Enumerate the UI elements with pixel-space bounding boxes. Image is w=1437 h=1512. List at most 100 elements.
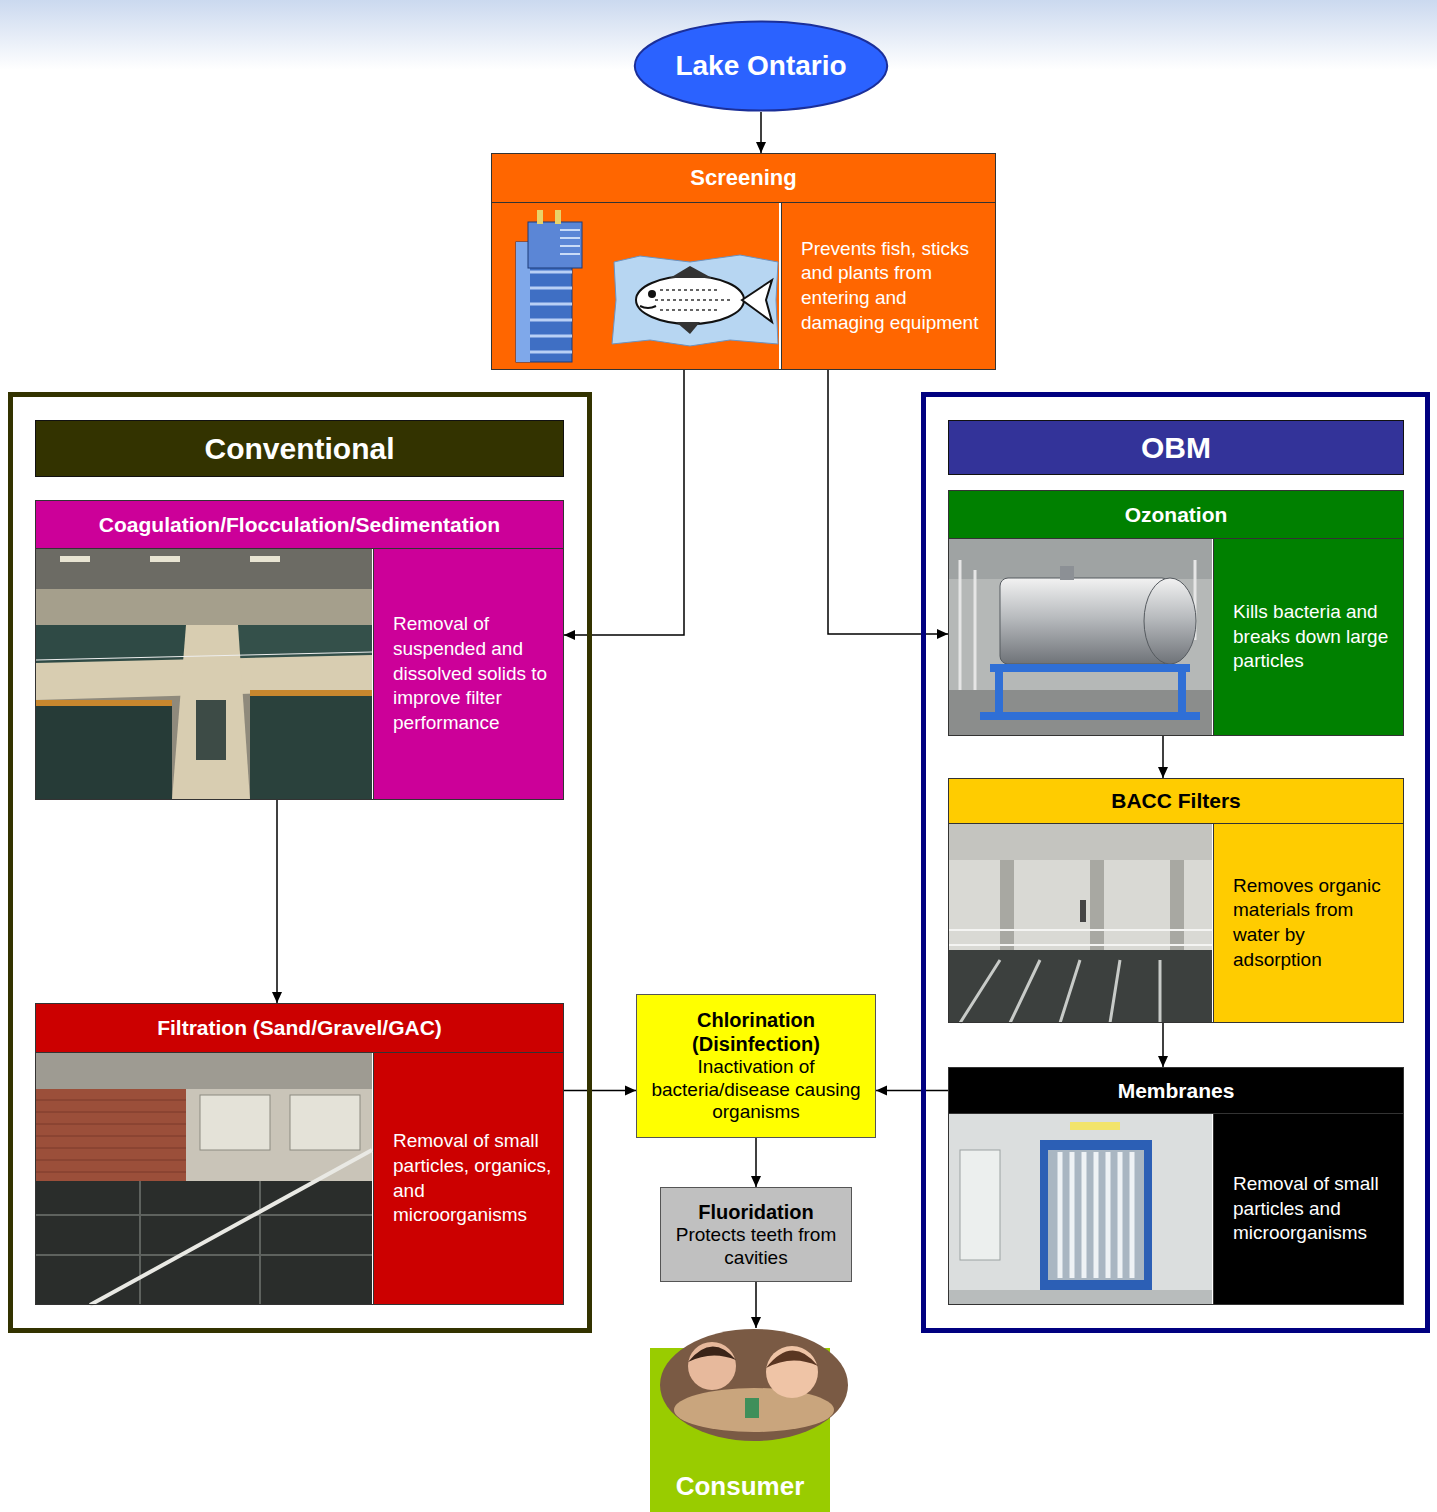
process-group: OBM OzonationKills bacteria and breaks do… [921,392,1430,1333]
ellipse-shape [635,21,887,110]
process-box: Chlorination (Disinfection)Inactivation … [636,994,876,1138]
panel-description: Removal of suspended and dissolved solid… [373,549,563,799]
screening-illustration-part [655,290,730,310]
sedimentation-photo-part [36,589,372,625]
sedimentation-photo-part [250,556,280,562]
sedimentation-photo-part [36,549,372,589]
flow-arrow [1162,736,1164,778]
screening-illustration-part [648,290,656,298]
text-stack: FluoridationProtects teeth from cavities [669,1200,843,1270]
bacc-filter-photo-part [949,930,1212,945]
membrane-rack-photo-part [1040,1140,1152,1150]
consumer-picture [650,1329,848,1512]
membrane-rack-photo-part [1070,1122,1120,1130]
process-box: MembranesRemoval of small particles and … [948,1067,1404,1305]
panel-header: Screening [492,154,995,203]
group-heading-bar: Conventional [35,420,564,477]
ozone-generator-photo-part [949,539,1212,736]
ozone-generator-photo [949,539,1212,736]
panel-description: Removal of small particles and microorga… [1213,1114,1403,1304]
consumer-picture-part [688,1342,736,1390]
step-title: Filtration (Sand/Gravel/GAC) [157,1016,442,1040]
step-description: Removal of small particles and microorga… [1233,1172,1393,1246]
sedimentation-photo-part [36,700,172,706]
screening-illustration-part [560,237,580,239]
sedimentation-photo-part [150,556,180,562]
flow-arrow [755,1282,757,1328]
membrane-rack-photo-part [960,1150,1000,1260]
filtration-photo-part [36,1053,372,1305]
screening-illustration-part [528,222,582,268]
panel-description: Kills bacteria and breaks down large par… [1213,539,1403,735]
bacc-filter-photo [949,824,1212,1023]
process-box: ScreeningPrevents fish, sticks and plant… [491,153,996,370]
step-title: Membranes [1118,1079,1235,1103]
membrane-rack-photo-part [949,1290,1212,1305]
step-description: Removal of small particles, organics, an… [393,1129,553,1228]
filtration-photo-part [36,1053,372,1089]
membrane-rack-photo-part [949,1114,1212,1305]
sedimentation-photo-part [250,690,372,696]
step-description: Removes organic materials from water by … [1233,874,1393,973]
consumer-label-area: Consumer [650,1471,830,1502]
screening-illustration-part [530,319,572,322]
description-stack: Removal of small particles and microorga… [1233,1172,1393,1246]
filtration-photo-part [290,1095,360,1150]
step-title: Chlorination (Disinfection) [645,1008,867,1056]
panel-header: Membranes [949,1068,1403,1114]
ozone-generator-photo-part [1178,664,1186,716]
filtration-photo-part [36,1089,186,1181]
bacc-filter-photo-part [1000,860,1014,950]
step-description: Kills bacteria and breaks down large par… [1233,600,1393,674]
panel-description: Removal of small particles, organics, an… [373,1053,563,1304]
consumer-picture-part [766,1346,818,1398]
screening-illustration-part [670,266,712,278]
process-box: FluoridationProtects teeth from cavities [660,1187,852,1282]
filtration-photo-part [36,1100,186,1172]
membrane-rack-photo-part [1040,1140,1152,1290]
bacc-filter-photo-part [1090,860,1104,950]
sedimentation-photo-part [172,625,250,800]
group-heading: OBM [1141,431,1211,465]
flow-arrow [755,1138,757,1187]
screening-illustration-part [612,255,778,346]
step-title: Fluoridation [669,1200,843,1224]
panel-header: Filtration (Sand/Gravel/GAC) [36,1004,563,1053]
description-stack: Removes organic materials from water by … [1233,874,1393,973]
consumer-picture-part [660,1329,848,1441]
ozone-generator-photo-part [949,690,1212,736]
screening-illustration-part [560,245,580,247]
ozone-generator-photo-part [1144,578,1196,664]
process-group: ConventionalCoagulation/Flocculation/Sed… [8,392,592,1333]
step-title: Ozonation [1125,503,1228,527]
membrane-rack-photo-part [1060,1152,1132,1278]
membrane-rack-photo-part [1040,1140,1048,1290]
panel-header: BACC Filters [949,779,1403,824]
process-box: OzonationKills bacteria and breaks down … [948,490,1404,736]
step-title: Coagulation/Flocculation/Sedimentation [99,513,500,537]
panel-description: Prevents fish, sticks and plants from en… [781,203,995,369]
panel-header: Coagulation/Flocculation/Sedimentation [36,501,563,549]
screening-illustration-part [560,229,580,231]
flow-arrow [564,1090,636,1092]
screening-illustration-part [676,322,700,334]
sedimentation-photo-part [196,700,226,760]
description-stack: Removal of small particles, organics, an… [393,1129,553,1228]
screening-illustration-part [742,280,772,322]
sedimentation-photo-part [60,556,90,562]
screening-illustration-part [530,351,572,354]
screening-illustration-part [530,271,572,274]
consumer-box: Consumer [650,1328,848,1512]
step-description: Protects teeth from cavities [669,1224,843,1270]
step-title: Screening [690,165,796,191]
bacc-filter-photo-part [1170,860,1184,950]
ozone-generator-photo-part [949,539,1212,579]
screening-illustration-part [560,253,580,255]
source-ellipse: Lake Ontario [633,20,889,112]
sedimentation-photo-part [36,652,372,660]
filtration-photo-part [200,1095,270,1150]
membrane-rack-photo-part [1144,1140,1152,1290]
sedimentation-photo [36,549,372,800]
screening-illustration-part [555,210,561,224]
